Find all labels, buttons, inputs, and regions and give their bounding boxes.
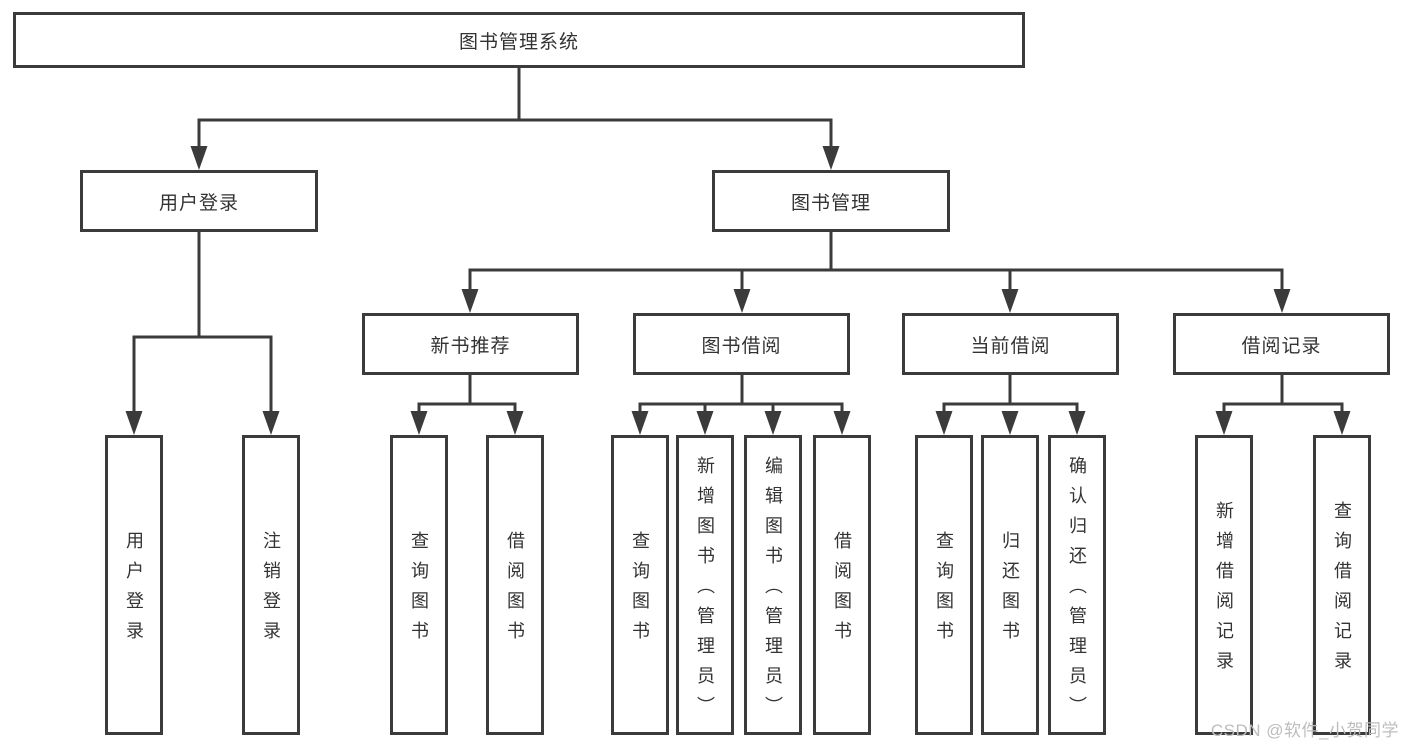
leaf-query-books: 查询图书 — [390, 435, 448, 735]
leaf-confirm-return-admin: 确认归还（管理员） — [1048, 435, 1106, 735]
node-label: 借阅记录 — [1241, 335, 1322, 357]
node-user-login: 用户登录 — [80, 170, 318, 232]
connector-path — [132, 68, 1344, 416]
leaf-label: 查询图书 — [934, 531, 954, 651]
node-library-management-system: 图书管理系统 — [13, 12, 1025, 68]
leaf-label: 查询图书 — [630, 531, 650, 651]
node-new-book-recommendation: 新书推荐 — [362, 313, 579, 375]
leaf-label: 查询图书 — [409, 531, 429, 651]
node-book-management: 图书管理 — [712, 170, 950, 232]
leaf-add-borrow-record: 新增借阅记录 — [1195, 435, 1253, 735]
leaf-logout: 注销登录 — [242, 435, 300, 735]
leaf-label: 归还图书 — [1000, 531, 1020, 651]
leaf-borrow-books: 借阅图书 — [813, 435, 871, 735]
node-label: 图书借阅 — [701, 335, 782, 357]
node-current-borrowing: 当前借阅 — [902, 313, 1119, 375]
leaf-label: 借阅图书 — [832, 531, 852, 651]
leaf-label: 查询借阅记录 — [1332, 501, 1352, 681]
leaf-query-borrow-record: 查询借阅记录 — [1313, 435, 1371, 735]
leaf-label: 编辑图书（管理员） — [763, 456, 783, 726]
leaf-label: 借阅图书 — [505, 531, 525, 651]
node-label: 用户登录 — [158, 192, 239, 214]
arrowheads — [125, 146, 1351, 435]
leaf-label: 确认归还（管理员） — [1067, 456, 1087, 726]
node-borrowing-records: 借阅记录 — [1173, 313, 1390, 375]
leaf-user-login: 用户登录 — [105, 435, 163, 735]
watermark: CSDN @软件_小贺同学 — [1210, 721, 1399, 740]
leaf-label: 用户登录 — [124, 531, 144, 651]
node-book-borrowing: 图书借阅 — [633, 313, 850, 375]
node-label: 当前借阅 — [970, 335, 1051, 357]
leaf-return-book: 归还图书 — [981, 435, 1039, 735]
leaf-borrow-books: 借阅图书 — [486, 435, 544, 735]
node-label: 图书管理系统 — [458, 31, 579, 53]
leaf-label: 注销登录 — [261, 531, 281, 651]
node-label: 新书推荐 — [430, 335, 511, 357]
leaf-edit-book-admin: 编辑图书（管理员） — [744, 435, 802, 735]
leaf-query-books: 查询图书 — [915, 435, 973, 735]
leaf-add-book-admin: 新增图书（管理员） — [676, 435, 734, 735]
node-label: 图书管理 — [790, 192, 871, 214]
leaf-query-books: 查询图书 — [611, 435, 669, 735]
leaf-label: 新增借阅记录 — [1214, 501, 1234, 681]
leaf-label: 新增图书（管理员） — [695, 456, 715, 726]
